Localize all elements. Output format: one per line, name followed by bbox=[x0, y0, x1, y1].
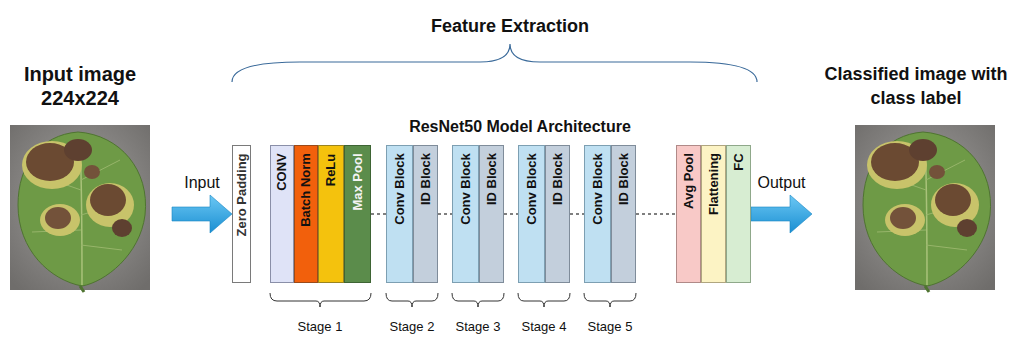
dashed-connector bbox=[371, 213, 386, 214]
layer-block: Conv Block bbox=[518, 145, 545, 283]
layer-block: Conv Block bbox=[452, 145, 479, 283]
stage-label: Stage 2 bbox=[390, 319, 435, 335]
layer-name: Conv Block bbox=[524, 153, 539, 225]
layer-name: Flattening bbox=[706, 153, 721, 215]
flow-arrow bbox=[751, 195, 812, 233]
arrow-label: Input bbox=[182, 173, 222, 192]
stage-label: Stage 4 bbox=[522, 319, 567, 335]
stage-bracket bbox=[270, 293, 371, 307]
layer-block: CONV bbox=[270, 145, 294, 283]
layer-name: Max Pool bbox=[350, 153, 365, 210]
layer-block: ID Block bbox=[611, 145, 636, 283]
layer-name: ReLu bbox=[324, 153, 339, 186]
image-heading: Classified image with class label bbox=[812, 62, 1020, 110]
stage-brackets bbox=[270, 293, 636, 307]
arrow-label: Output bbox=[755, 173, 807, 192]
image-panel: Input image 224x224 bbox=[5, 62, 155, 292]
flow-arrow bbox=[172, 195, 232, 233]
layer-block: ID Block bbox=[545, 145, 570, 283]
layer-name: ID Block bbox=[550, 153, 565, 205]
layer-block: ID Block bbox=[479, 145, 504, 283]
dashed-connector bbox=[636, 213, 676, 214]
feature-brace bbox=[232, 44, 757, 82]
diagram-title: Feature Extraction bbox=[431, 16, 589, 38]
output-leaf-photo bbox=[855, 125, 995, 292]
stage-label: Stage 5 bbox=[588, 319, 633, 335]
layer-name: Batch Norm bbox=[299, 153, 314, 227]
layer-name: Avg Pool bbox=[681, 153, 696, 209]
layer-block: FC bbox=[726, 145, 751, 283]
layer-name: Zero Padding bbox=[234, 153, 249, 236]
layer-name: ID Block bbox=[418, 153, 433, 205]
dashed-connector bbox=[570, 213, 584, 214]
image-heading: Input image 224x224 bbox=[5, 62, 155, 110]
architecture-heading: ResNet50 Model Architecture bbox=[409, 117, 631, 136]
stage-bracket bbox=[386, 293, 438, 307]
layer-block: Max Pool bbox=[344, 145, 371, 283]
layer-name: ID Block bbox=[616, 153, 631, 205]
stage-label: Stage 3 bbox=[456, 319, 501, 335]
layer-block: Conv Block bbox=[584, 145, 611, 283]
stage-bracket bbox=[452, 293, 504, 307]
dashed-connector bbox=[438, 213, 452, 214]
stage-bracket bbox=[584, 293, 636, 307]
layer-block: Zero Padding bbox=[232, 145, 251, 283]
layer-block: Avg Pool bbox=[676, 145, 701, 283]
layer-name: ID Block bbox=[484, 153, 499, 205]
layer-name: CONV bbox=[275, 153, 290, 191]
stage-bracket bbox=[518, 293, 570, 307]
layer-name: Conv Block bbox=[590, 153, 605, 225]
layer-name: Conv Block bbox=[392, 153, 407, 225]
input-leaf-photo bbox=[10, 125, 150, 292]
layer-block: Conv Block bbox=[386, 145, 413, 283]
stage-label: Stage 1 bbox=[298, 319, 343, 335]
layer-name: FC bbox=[731, 153, 746, 170]
image-panel: Classified image with class label bbox=[812, 62, 1020, 292]
layer-block: ReLu bbox=[318, 145, 344, 283]
layer-block: Flattening bbox=[701, 145, 726, 283]
layer-name: Conv Block bbox=[458, 153, 473, 225]
dashed-connector bbox=[504, 213, 518, 214]
layer-block: Batch Norm bbox=[294, 145, 318, 283]
layer-block: ID Block bbox=[413, 145, 438, 283]
